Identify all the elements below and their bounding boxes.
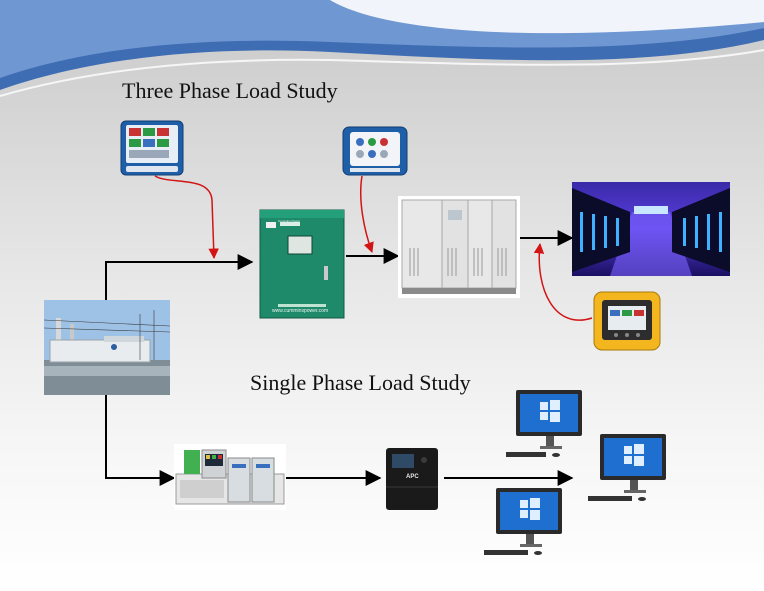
probe-lead-1	[154, 175, 219, 260]
transfer-switch-cabinet: Cummins Power www.cumminspower.com	[258, 208, 346, 320]
header-banner	[0, 0, 764, 97]
feed-line-top	[105, 254, 254, 300]
ups-brand-label: APC	[406, 474, 419, 480]
probe-lead-3	[533, 242, 593, 321]
data-center-image	[572, 182, 730, 276]
probe-lead-2	[359, 175, 374, 253]
desktop-computer-3	[484, 486, 564, 558]
single-phase-panel	[174, 444, 286, 510]
desktop-computer-1	[506, 388, 584, 460]
three-phase-title: Three Phase Load Study	[122, 78, 338, 103]
power-analyzer-2	[342, 126, 408, 176]
three-phase-ups	[398, 196, 520, 298]
desktop-computer-2	[588, 432, 668, 504]
power-plant-image	[44, 300, 170, 395]
single-phase-title: Single Phase Load Study	[250, 370, 471, 395]
ats-url-label: www.cumminspower.com	[272, 308, 329, 314]
power-quality-meter	[592, 288, 662, 356]
feed-line-bottom	[105, 395, 176, 486]
single-phase-ups: APC	[380, 446, 444, 512]
power-analyzer-1	[120, 120, 184, 176]
ats-brand-label: Cummins Power	[278, 219, 301, 223]
